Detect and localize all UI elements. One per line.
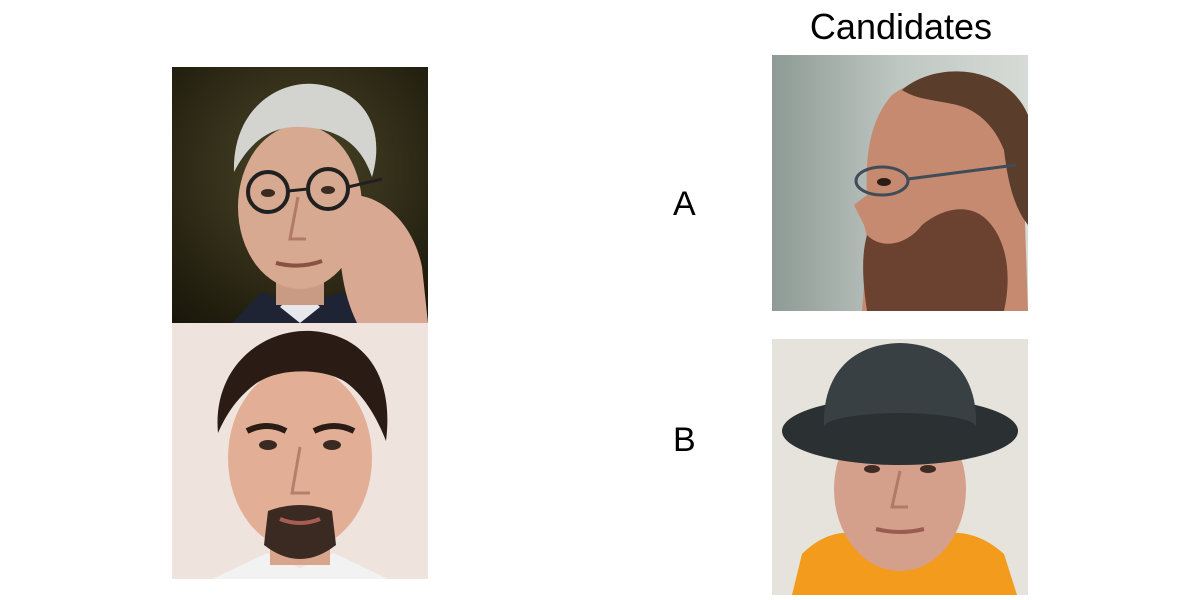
candidates-heading: Candidates	[809, 6, 993, 47]
reference-face-bottom	[172, 323, 428, 579]
option-label-b: B	[673, 421, 696, 459]
candidate-face-b[interactable]	[772, 339, 1028, 595]
candidate-face-a[interactable]	[772, 55, 1028, 311]
option-label-a: A	[673, 185, 696, 223]
reference-face-top	[172, 67, 428, 323]
